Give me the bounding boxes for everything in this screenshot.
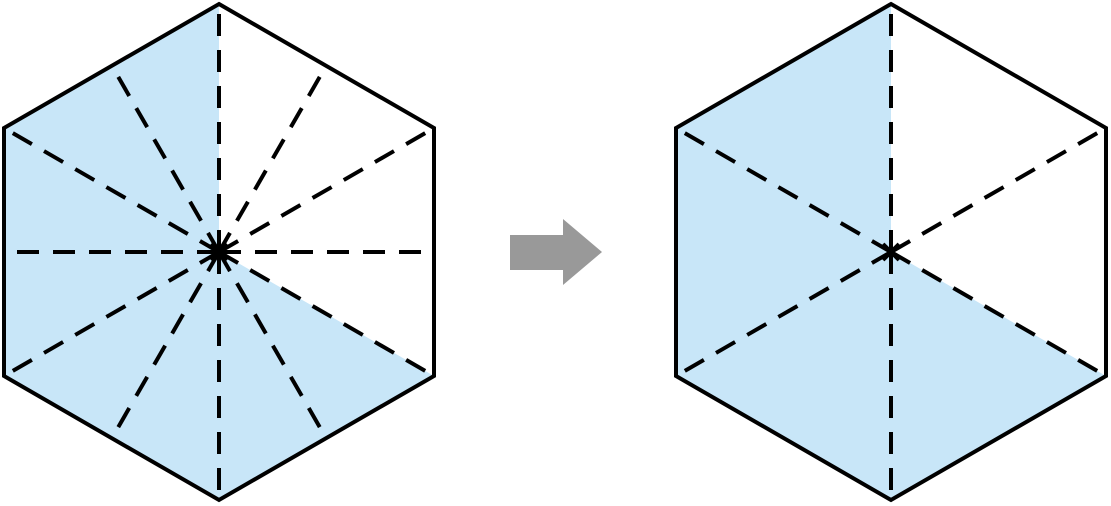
right-division-lines — [675, 4, 1107, 500]
right-division-line — [890, 126, 1107, 254]
left-hexagon-figure — [2, 1, 436, 503]
right-hexagon-outline — [674, 1, 1108, 503]
left-center-mark — [209, 242, 229, 262]
left-division-line — [3, 250, 220, 378]
left-division-line — [218, 126, 435, 254]
right-division-line — [675, 250, 892, 378]
right-arrow-icon — [510, 219, 602, 285]
right-division-line — [675, 126, 892, 254]
right-division-line — [890, 250, 1107, 378]
left-division-lines — [3, 4, 435, 500]
left-division-line — [218, 250, 435, 378]
left-division-line — [217, 65, 328, 253]
left-division-line — [3, 126, 220, 254]
right-hexagon-figure — [674, 1, 1108, 503]
right-center-mark — [881, 242, 901, 262]
left-hexagon-outline — [2, 1, 436, 503]
